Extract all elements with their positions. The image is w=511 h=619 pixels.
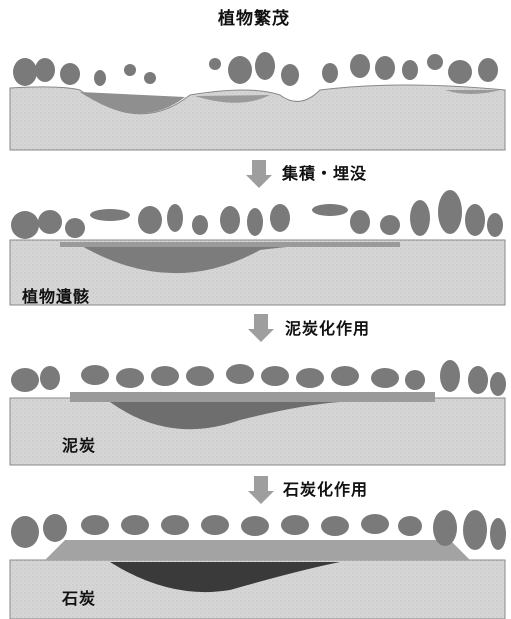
tree-row-3 xyxy=(11,360,506,396)
process-arrow-3 xyxy=(248,476,274,504)
step-1-label: 集積・埋没 xyxy=(282,164,368,183)
tree-row-4 xyxy=(11,510,506,550)
panel-coal xyxy=(9,510,506,619)
step-3-label: 石炭化作用 xyxy=(283,480,369,499)
step-2-label: 泥炭化作用 xyxy=(285,319,371,338)
diagram-title: 植物繁茂 xyxy=(218,9,290,29)
tree-row-1 xyxy=(13,52,498,86)
process-arrow-2 xyxy=(248,314,274,342)
process-arrow-1 xyxy=(246,160,272,188)
panel-plant-remains xyxy=(9,190,506,306)
panel-peat xyxy=(9,360,506,466)
tree-row-2 xyxy=(11,190,503,239)
panel-vegetation xyxy=(9,52,506,151)
peat-label: 泥炭 xyxy=(62,436,97,455)
coal-label: 石炭 xyxy=(62,589,97,608)
plant-remains-label: 植物遺骸 xyxy=(22,287,91,306)
